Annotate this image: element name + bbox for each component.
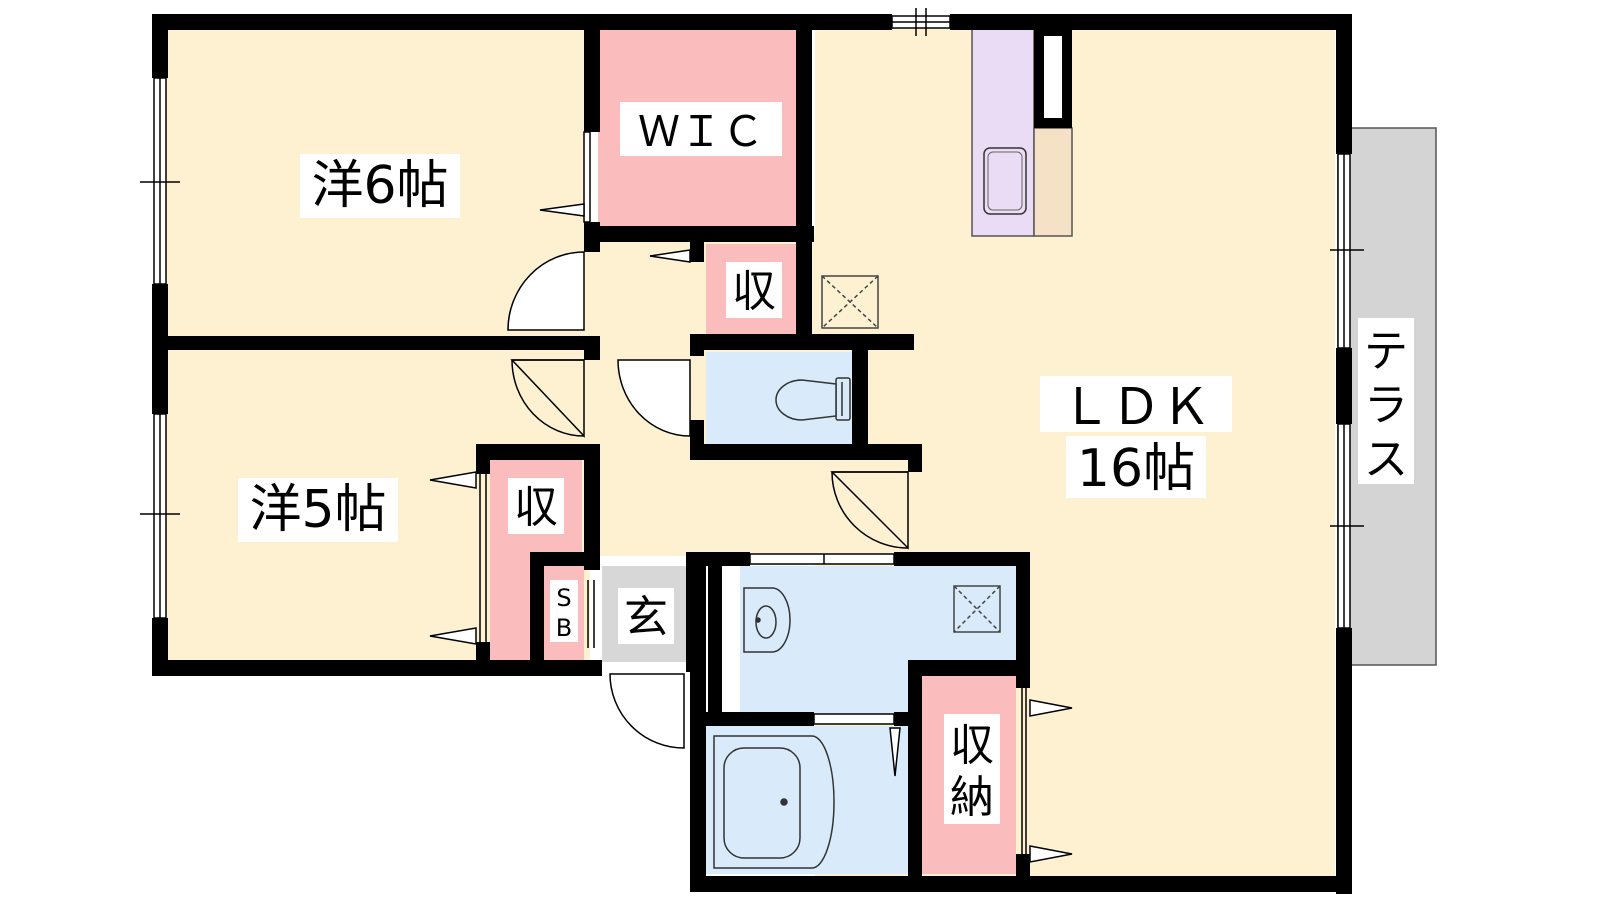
ldk-size-label: 16帖	[1077, 439, 1195, 499]
storage-left-label: 収	[514, 482, 558, 533]
doors	[429, 131, 1073, 863]
shoebox-label-bg	[550, 580, 578, 642]
western-5-label-bg	[238, 478, 398, 542]
ventilation-fan-icon	[953, 585, 1001, 633]
kitchen-counter	[971, 27, 1035, 237]
kitchen-side-counter	[1033, 127, 1073, 237]
terrace-label-2: ラ	[1364, 380, 1408, 431]
door-swing-icon	[507, 251, 585, 331]
toilet-icon	[775, 377, 851, 421]
storage-upper-label-bg	[726, 262, 782, 318]
shoebox-label-b: B	[556, 614, 572, 642]
windows	[140, 8, 1364, 725]
western-5-label: 洋5帖	[249, 480, 386, 540]
ldk-label: ＬＤＫ	[1061, 378, 1211, 436]
storage-upper-label: 収	[732, 266, 776, 317]
ventilation-fan-icon	[821, 275, 879, 329]
walls	[152, 14, 1352, 894]
window-icon	[813, 713, 895, 725]
door-swing-icon	[617, 359, 691, 437]
storage-closet-label-2: 納	[950, 772, 994, 823]
entrance-label: 玄	[624, 592, 668, 643]
washbasin-icon	[743, 587, 791, 653]
wic-label-bg	[620, 102, 782, 156]
storage-left-label-bg	[508, 478, 564, 534]
entrance-label-bg	[618, 588, 674, 644]
ldk-size-label-bg	[1066, 436, 1206, 498]
labels: 洋6帖 洋5帖 ＷＩＣ 収 収 S B 玄 ＬＤＫ 16帖 収 納 テ ラ ス	[238, 102, 1414, 824]
ldk-label-bg	[1040, 376, 1232, 432]
storage-closet-label-1: 収	[950, 720, 994, 771]
western-6-label: 洋6帖	[311, 156, 448, 216]
terrace-label-bg	[1358, 318, 1414, 484]
wic-label: ＷＩＣ	[638, 107, 764, 156]
fixtures	[713, 147, 1027, 869]
bathtub-icon	[713, 735, 835, 869]
terrace-label-3: ス	[1364, 434, 1408, 485]
storage-closet-label-bg	[944, 714, 1000, 824]
western-6-label-bg	[300, 154, 460, 218]
shoebox-label-s: S	[556, 584, 571, 612]
door-swing-icon	[609, 673, 685, 749]
kitchen-sink-icon	[983, 147, 1027, 215]
door-swing-icon	[583, 131, 591, 223]
window-icon	[749, 553, 895, 565]
terrace-label-1: テ	[1364, 326, 1408, 377]
